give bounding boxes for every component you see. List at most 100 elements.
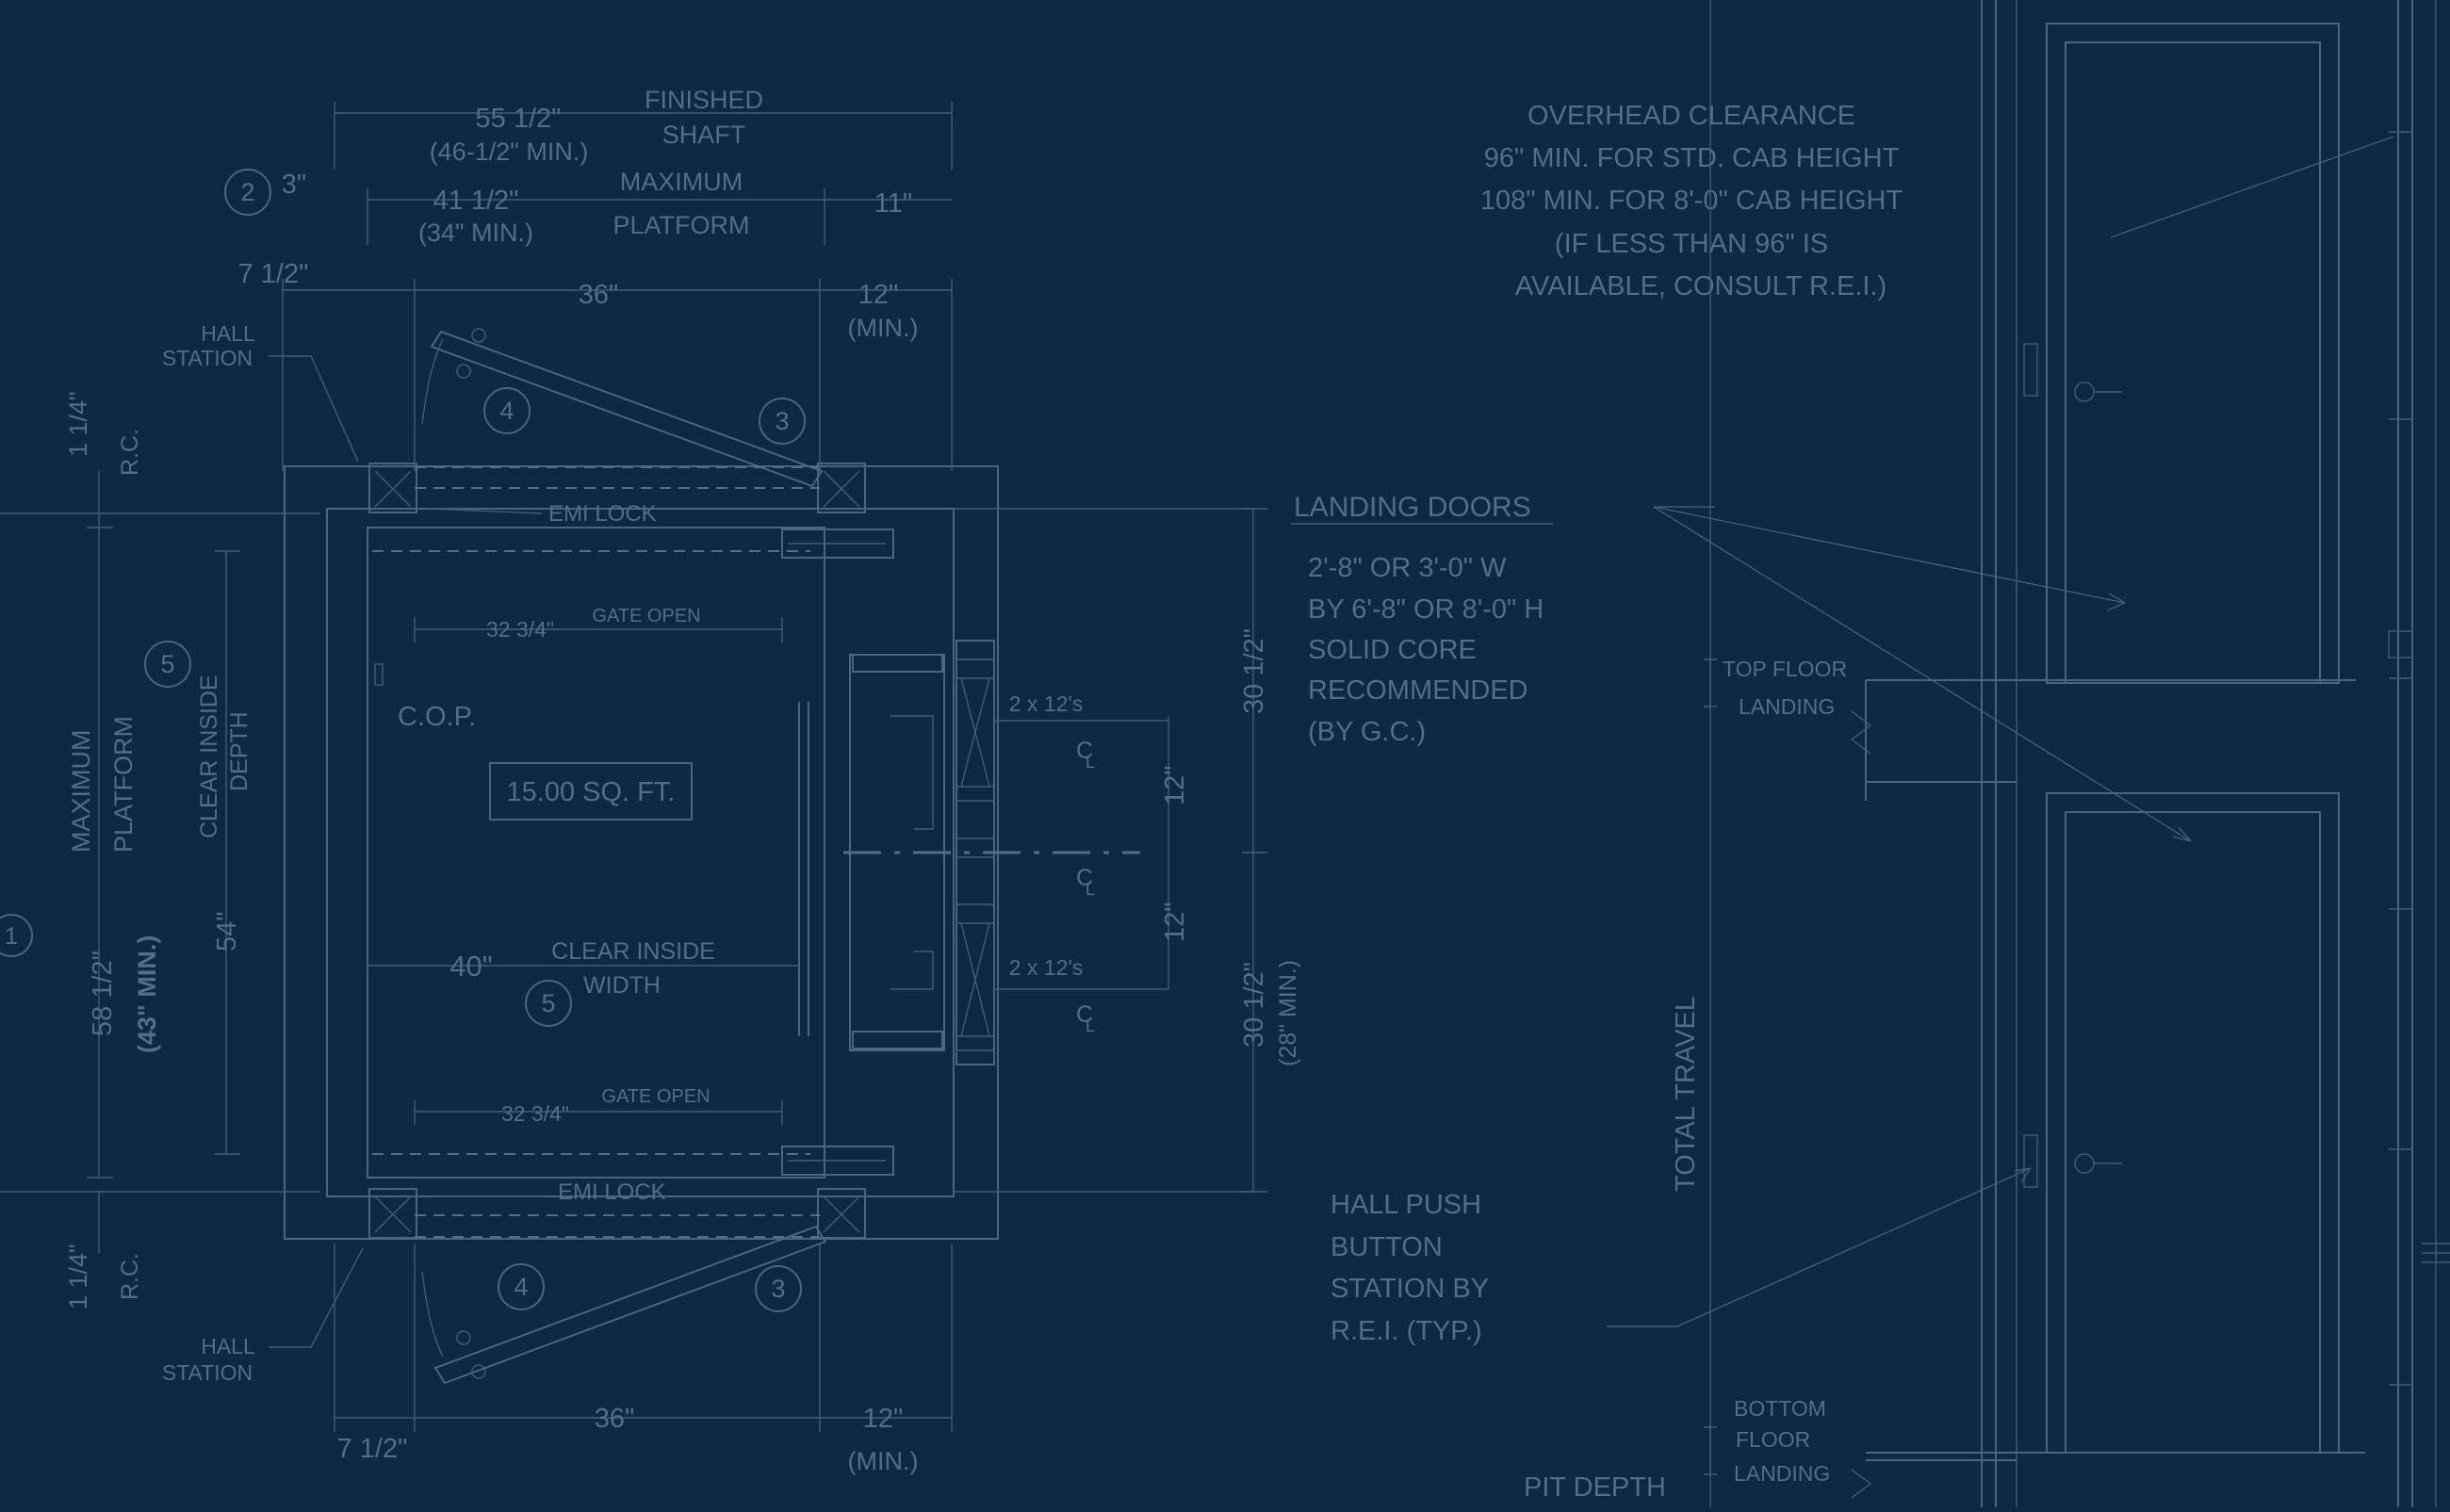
callout-bubbles: 1 2 3 3 4 4 5 5: [0, 169, 806, 1312]
note-landing-doors-title: LANDING DOORS: [1294, 492, 1531, 523]
note-hall-push-4: R.E.I. (TYP.): [1331, 1316, 1482, 1346]
label-shaft: SHAFT: [662, 121, 746, 149]
dim-max-platform-width: 41 1/2": [433, 186, 519, 216]
note-overhead-1: OVERHEAD CLEARANCE: [1527, 101, 1855, 131]
platform-outline: [367, 527, 825, 1179]
dim-12-bottom-min: (MIN.): [848, 1447, 919, 1475]
area-box: [489, 762, 693, 821]
dim-right-depth-bottom-min: (28" MIN.): [1275, 960, 1301, 1066]
label-finished: FINISHED: [645, 86, 763, 114]
shaft-inner-outline: [326, 508, 955, 1197]
label-maximum-top: MAXIMUM: [620, 168, 743, 196]
leader-hall-station-top: [269, 355, 359, 463]
dim-max-platform-depth: 58 1/2": [88, 951, 118, 1036]
label-top-floor-2: LANDING: [1739, 694, 1835, 719]
bubble-5-center: 5: [541, 989, 555, 1017]
plan-view: [0, 102, 1267, 1432]
label-hall-station-bottom-2: STATION: [162, 1360, 253, 1385]
door-swing-bottom: [433, 1225, 827, 1385]
label-rail-top: 2 x 12's: [1009, 691, 1084, 716]
door-swing-top: [430, 330, 824, 488]
label-bottom-floor-2: FLOOR: [1736, 1427, 1810, 1452]
bubble-5-left: 5: [160, 650, 174, 678]
gate-post-bottom-left: [368, 1188, 417, 1239]
dim-rail-spacing-bottom: 12": [1160, 902, 1190, 942]
bubble-3-bottom: 3: [771, 1275, 785, 1303]
leader-hall-station-bottom: [269, 1247, 364, 1348]
note-hall-push-3: STATION BY: [1331, 1274, 1489, 1304]
dim-36-bottom: 36": [595, 1404, 635, 1434]
label-rail-bottom: 2 x 12's: [1009, 955, 1084, 980]
dim-11: 11": [874, 188, 912, 219]
label-cl-2-sub: L: [1086, 880, 1095, 899]
note-hall-push-1: HALL PUSH: [1331, 1190, 1481, 1220]
label-clear-depth-1: CLEAR INSIDE: [196, 675, 222, 838]
note-overhead-2: 96" MIN. FOR STD. CAB HEIGHT: [1484, 143, 1900, 173]
dim-right-depth-top: 30 1/2": [1239, 628, 1269, 714]
label-cl-1: C: [1076, 738, 1093, 764]
notes: OVERHEAD CLEARANCE 96" MIN. FOR STD. CAB…: [1291, 101, 2394, 1346]
label-emi-lock-bottom: EMI LOCK: [558, 1179, 666, 1205]
dim-clear-depth: 54": [212, 911, 242, 951]
label-hall-station-top-1: HALL: [201, 321, 255, 346]
label-clear-depth-2: DEPTH: [226, 711, 253, 791]
note-landing-doors-4: RECOMMENDED: [1308, 675, 1528, 706]
dim-finished-shaft: 55 1/2": [476, 104, 562, 134]
note-leaders: [1607, 136, 2394, 1327]
bubble-4-top: 4: [499, 397, 514, 425]
label-gate-open-top: GATE OPEN: [592, 606, 700, 626]
label-gate-open-bottom: GATE OPEN: [601, 1086, 710, 1107]
label-total-travel: TOTAL TRAVEL: [1671, 996, 1701, 1192]
bubble-4-bottom: 4: [514, 1273, 528, 1301]
bubble-2: 2: [240, 178, 254, 206]
dim-7half-bottom: 7 1/2": [337, 1434, 408, 1464]
note-landing-doors-3: SOLID CORE: [1308, 635, 1477, 665]
label-hall-station-top-2: STATION: [162, 346, 253, 370]
dim-gate-open-top: 32 3/4": [486, 617, 554, 642]
note-overhead-4: (IF LESS THAN 96" IS: [1555, 229, 1828, 259]
landing-door-bottom: [2046, 792, 2340, 1454]
dim-7half-top: 7 1/2": [238, 259, 309, 289]
shaft-outline: [284, 465, 999, 1240]
note-hall-push-2: BUTTON: [1331, 1232, 1443, 1262]
note-overhead-3: 108" MIN. FOR 8'-0" CAB HEIGHT: [1480, 186, 1903, 216]
bubble-3-top: 3: [775, 407, 789, 435]
label-cl-2: C: [1076, 865, 1093, 891]
dim-gate-open-bottom: 32 3/4": [501, 1101, 569, 1126]
label-emi-lock-top: EMI LOCK: [548, 501, 657, 527]
label-clear-inside-width-2: WIDTH: [583, 972, 661, 999]
dim-finished-shaft-min: (46-1/2" MIN.): [430, 138, 589, 166]
label-clear-inside-width-1: CLEAR INSIDE: [551, 938, 715, 965]
dim-12-top: 12": [858, 280, 899, 310]
dim-rail-spacing-top: 12": [1160, 765, 1190, 805]
label-platform-top: PLATFORM: [612, 211, 749, 239]
landing-door-top: [2046, 23, 2340, 684]
label-max-platform-depth-1: MAXIMUM: [67, 730, 95, 854]
bubble-1: 1: [5, 923, 18, 950]
label-rc-top: R.C.: [117, 429, 143, 476]
note-landing-doors-1: 2'-8" OR 3'-0" W: [1308, 553, 1507, 583]
label-pit-depth: PIT DEPTH: [1524, 1472, 1666, 1503]
dim-12-bottom: 12": [863, 1404, 904, 1434]
label-bottom-floor-3: LANDING: [1734, 1461, 1830, 1486]
label-cl-3-sub: L: [1086, 1016, 1095, 1035]
dim-rc-bottom: 1 1/4": [64, 1244, 92, 1309]
label-cop: C.O.P.: [398, 702, 476, 732]
gate-post-bottom-right: [817, 1188, 866, 1239]
label-cl-1-sub: L: [1086, 753, 1095, 772]
dim-rc-top: 1 1/4": [64, 391, 92, 457]
dim-max-platform-width-min: (34" MIN.): [418, 219, 533, 247]
note-landing-doors-2: BY 6'-8" OR 8'-0" H: [1308, 594, 1544, 625]
elevation-view: TOP FLOOR LANDING TOTAL TRAVEL BOTTOM FL…: [1524, 0, 2450, 1507]
dim-36-top: 36": [579, 280, 619, 310]
label-bottom-floor-1: BOTTOM: [1734, 1396, 1826, 1421]
label-rc-bottom: R.C.: [117, 1253, 143, 1300]
plan-view-text: 55 1/2" (46-1/2" MIN.) FINISHED SHAFT 3"…: [64, 86, 1301, 1475]
label-hall-station-bottom-1: HALL: [201, 1334, 255, 1358]
label-top-floor-1: TOP FLOOR: [1723, 657, 1847, 681]
dim-12-top-min: (MIN.): [848, 314, 919, 342]
label-area: 15.00 SQ. FT.: [507, 777, 676, 807]
dim-bubble2-offset: 3": [282, 170, 306, 200]
